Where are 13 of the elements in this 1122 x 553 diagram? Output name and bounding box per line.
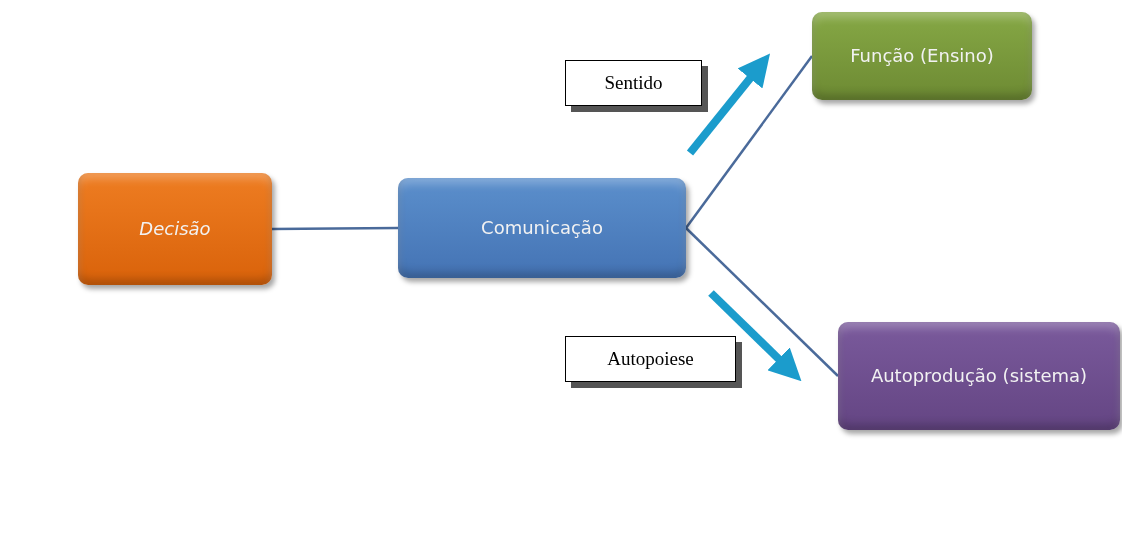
process-box xyxy=(838,322,1120,430)
connector-line xyxy=(685,227,839,377)
node-label: Função (Ensino) xyxy=(849,43,995,68)
process-box xyxy=(812,12,1032,100)
node-label: Comunicação xyxy=(480,215,604,240)
node-label: Autoprodução (sistema) xyxy=(869,363,1089,388)
connector-line xyxy=(685,55,813,229)
decision-box xyxy=(78,173,272,285)
node-label: Autopoiese xyxy=(606,348,695,370)
connector-line xyxy=(272,226,398,231)
node-label: Sentido xyxy=(603,72,664,94)
node-label: Decisão xyxy=(138,216,212,241)
process-box xyxy=(398,178,686,278)
